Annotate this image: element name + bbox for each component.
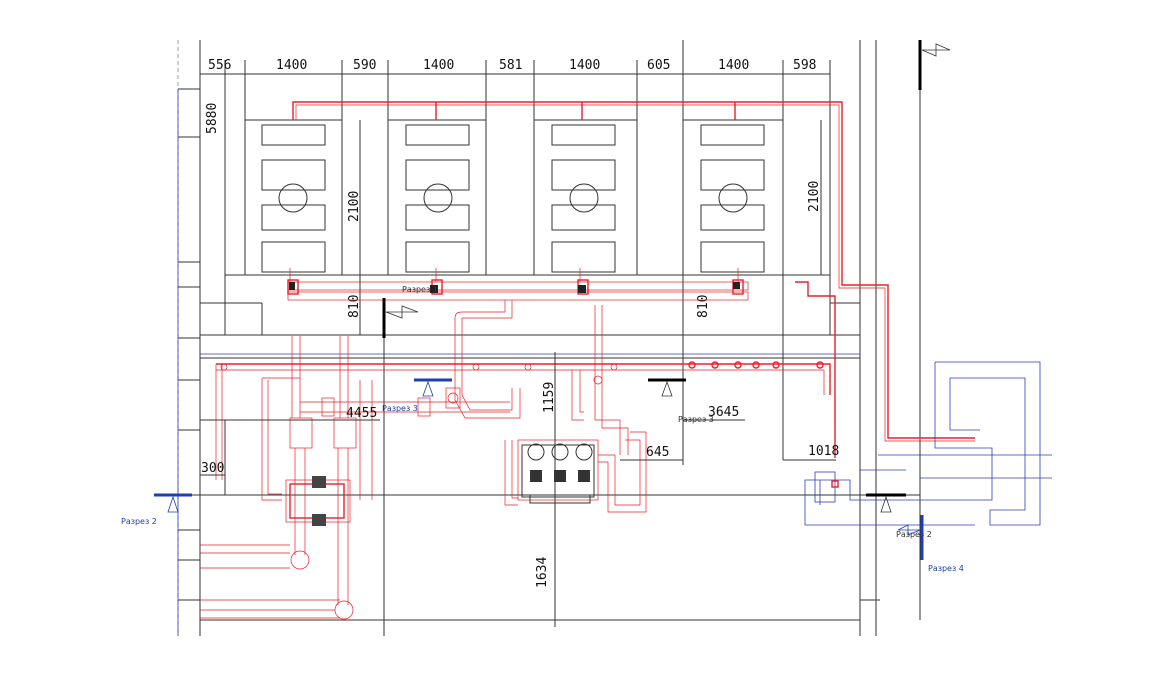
supply-pipe-top <box>292 101 975 458</box>
dim-2100-left: 2100 <box>347 191 362 222</box>
arrow-icon <box>385 305 419 319</box>
dim-1400-d: 1400 <box>718 58 749 73</box>
dim-5880: 5880 <box>205 103 220 134</box>
left-vertical-pipes <box>200 380 373 620</box>
dim-598: 598 <box>793 58 816 73</box>
dim-2100-right: 2100 <box>807 181 822 212</box>
unit-4 <box>682 119 784 276</box>
section-label-3: Разрез 3 <box>678 415 714 424</box>
dim-1634: 1634 <box>535 557 550 588</box>
section-label-2-left: Разрез 2 <box>121 517 157 526</box>
section-label-1: Разрез 1 <box>402 285 438 294</box>
dim-556: 556 <box>208 58 231 73</box>
section-markers: Разрез 1 Разрез 2 Разрез 2 Разрез 3 Разр… <box>121 40 964 573</box>
top-dimension-chain: 556 1400 590 1400 581 1400 605 1400 598 … <box>200 40 831 465</box>
return-header <box>287 268 749 455</box>
dim-645: 645 <box>646 445 669 460</box>
dim-581: 581 <box>499 58 522 73</box>
section-label-4: Разрез 4 <box>928 564 964 573</box>
pump-group <box>504 431 647 513</box>
dim-300: 300 <box>201 461 224 476</box>
section-label-2-right: Разрез 2 <box>896 530 932 539</box>
unit-2 <box>387 119 487 276</box>
dim-1400-a: 1400 <box>276 58 307 73</box>
dim-1018: 1018 <box>808 444 839 459</box>
dim-810-right: 810 <box>696 295 711 318</box>
dim-3645: 3645 <box>708 405 739 420</box>
dim-810-left: 810 <box>347 295 362 318</box>
unit-3 <box>533 119 638 276</box>
dim-605: 605 <box>647 58 670 73</box>
dim-590: 590 <box>353 58 376 73</box>
mid-dimensions: 4455 1159 3645 645 1018 300 1634 <box>200 352 839 627</box>
right-blue-ducts <box>804 361 1052 526</box>
section-label-3-small: Разрез 3 <box>382 404 418 413</box>
dim-1159: 1159 <box>542 382 557 413</box>
dim-1400-b: 1400 <box>423 58 454 73</box>
dim-4455: 4455 <box>346 406 377 421</box>
equipment-units: 2100 2100 810 810 <box>225 119 830 335</box>
building-outline <box>176 40 921 636</box>
mid-pipe-run <box>215 336 831 501</box>
unit-1 <box>244 119 343 276</box>
dim-1400-c: 1400 <box>569 58 600 73</box>
